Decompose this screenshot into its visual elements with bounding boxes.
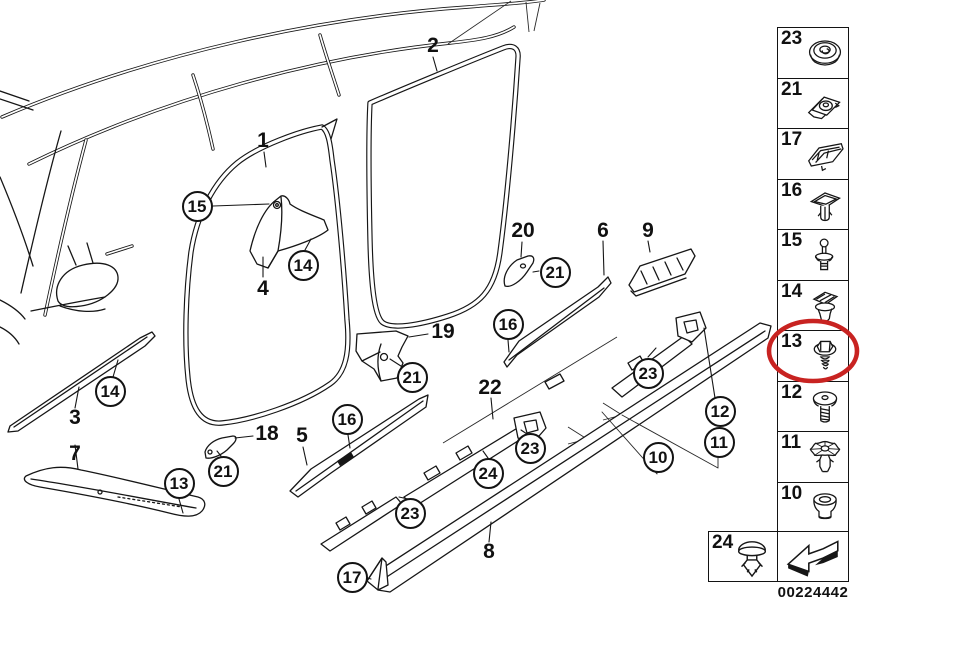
callout-circle-14[interactable]: 14 — [94, 375, 126, 407]
entrance-strip-rear — [503, 276, 612, 368]
pin-rivet-icon — [803, 237, 847, 273]
callout-circle-14[interactable]: 14 — [287, 249, 319, 281]
part-label-20[interactable]: 20 — [511, 219, 535, 242]
carrier-rails — [320, 311, 707, 552]
part-number: 12 — [781, 381, 803, 403]
bracket-18 — [204, 435, 237, 459]
part-number: 21 — [781, 78, 803, 100]
back-navigation-button[interactable] — [777, 531, 849, 582]
grid-bracket — [628, 248, 696, 297]
part-number: 13 — [781, 331, 803, 352]
part-label-1[interactable]: 1 — [257, 129, 269, 152]
part-label-6[interactable]: 6 — [597, 219, 609, 242]
part-label-3[interactable]: 3 — [69, 406, 81, 429]
window-strip — [7, 331, 156, 433]
expanding-nut-icon — [803, 187, 847, 223]
part-number: 23 — [781, 28, 803, 49]
part-label-7[interactable]: 7 — [69, 442, 81, 465]
a-pillar-trim — [249, 195, 329, 269]
callout-circle-12[interactable]: 12 — [704, 395, 736, 427]
channel-clip-icon — [803, 136, 847, 172]
star-clip-icon — [803, 439, 847, 475]
side-mirror — [56, 262, 119, 308]
entrance-strip-front — [289, 394, 429, 498]
part-number: 24 — [712, 532, 734, 554]
back-arrow-icon — [784, 536, 844, 580]
part-label-22[interactable]: 22 — [478, 376, 502, 399]
part-cell-11[interactable]: 11 — [778, 432, 848, 483]
callout-circle-21[interactable]: 21 — [539, 256, 571, 288]
callout-circle-10[interactable]: 10 — [642, 441, 674, 473]
part-cell-13[interactable]: 13 — [778, 331, 848, 382]
clip-nut-icon — [803, 86, 847, 122]
callout-circle-23[interactable]: 23 — [394, 497, 426, 529]
callout-circle-17[interactable]: 17 — [336, 561, 368, 593]
part-label-2[interactable]: 2 — [427, 34, 439, 57]
part-number: 15 — [781, 230, 803, 251]
callout-circle-23[interactable]: 23 — [632, 357, 664, 389]
part-cell-24[interactable]: 24 — [708, 531, 779, 582]
cap-clip-icon — [803, 288, 847, 324]
car-body-outline — [0, 0, 546, 345]
callout-circle-24[interactable]: 24 — [472, 457, 504, 489]
washer-screw-icon — [803, 389, 847, 425]
sill-blade — [23, 466, 206, 517]
part-label-8[interactable]: 8 — [483, 540, 495, 563]
grommet-plug-icon — [803, 35, 847, 71]
callout-circle-15[interactable]: 15 — [181, 190, 213, 222]
part-cell-15[interactable]: 15 — [778, 230, 848, 281]
hex-screw-icon — [803, 338, 847, 374]
fastener-sidebar: 23 21 17 16 15 14 13 12 11 10 — [777, 27, 849, 533]
part-cell-16[interactable]: 16 — [778, 179, 848, 230]
part-number: 11 — [781, 432, 802, 453]
callout-circle-21[interactable]: 21 — [207, 455, 239, 487]
part-label-4[interactable]: 4 — [257, 277, 269, 300]
part-cell-12[interactable]: 12 — [778, 381, 848, 432]
part-label-18[interactable]: 18 — [255, 422, 279, 445]
bracket-20 — [503, 255, 535, 287]
part-number: 16 — [781, 179, 803, 201]
part-cell-17[interactable]: 17 — [778, 129, 848, 180]
part-number: 10 — [781, 482, 803, 504]
part-label-19[interactable]: 19 — [431, 320, 455, 343]
part-cell-10[interactable]: 10 — [778, 482, 848, 532]
part-label-5[interactable]: 5 — [296, 424, 308, 447]
rear-door-seal — [366, 43, 521, 329]
diagram-code: 00224442 — [777, 584, 849, 601]
part-number: 17 — [781, 129, 803, 150]
callout-circle-13[interactable]: 13 — [163, 467, 195, 499]
part-cell-14[interactable]: 14 — [778, 280, 848, 331]
push-rivet-icon — [729, 538, 775, 578]
front-door-seal — [183, 118, 351, 426]
part-cell-21[interactable]: 21 — [778, 78, 848, 129]
callout-circle-16[interactable]: 16 — [492, 308, 524, 340]
callout-circle-11[interactable]: 11 — [703, 426, 735, 458]
grommet-icon — [803, 490, 847, 526]
part-number: 14 — [781, 280, 803, 302]
callout-circle-16[interactable]: 16 — [331, 403, 363, 435]
part-cell-23[interactable]: 23 — [778, 28, 848, 79]
callout-circle-23[interactable]: 23 — [514, 432, 546, 464]
part-label-9[interactable]: 9 — [642, 219, 654, 242]
callout-circle-21[interactable]: 21 — [396, 361, 428, 393]
